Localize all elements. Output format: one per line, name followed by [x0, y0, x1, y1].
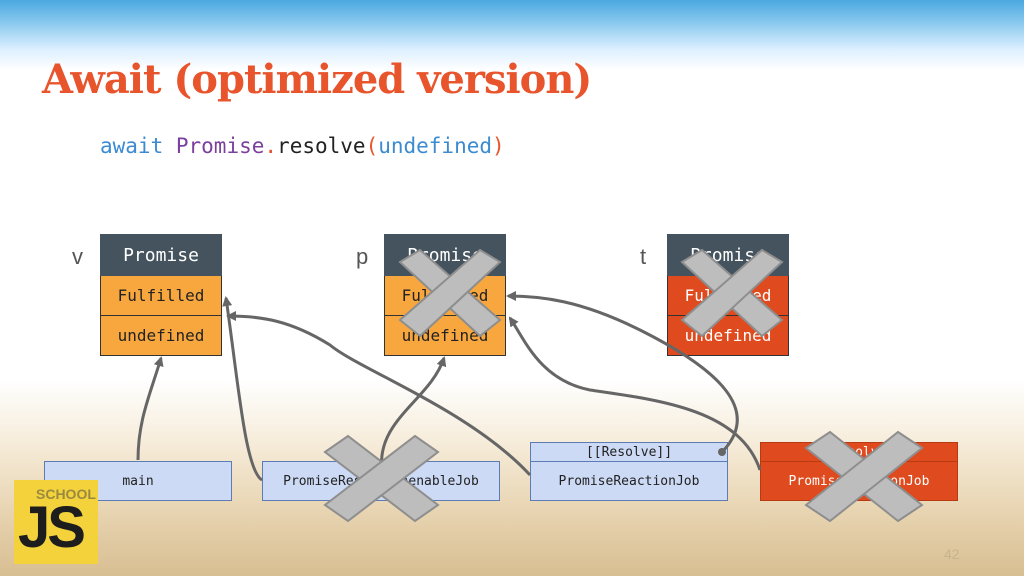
logo-small-text: SCHOOL [36, 486, 96, 502]
cross-mark-p-stroke-2 [398, 248, 502, 338]
cross-mark-thenable-stroke-2 [323, 434, 440, 523]
arrow-thenable-to-p-value [380, 356, 447, 471]
code-close-paren: ) [492, 134, 505, 158]
code-object: Promise [175, 134, 265, 158]
arrow-main-to-v [136, 356, 164, 461]
code-argument: undefined [378, 134, 493, 158]
var-label-p: p [356, 244, 369, 269]
promise-box-v: Promise Fulfilled undefined [100, 234, 222, 356]
cross-mark-reaction-stroke-2 [804, 430, 924, 523]
cross-mark-t [680, 248, 784, 338]
arrow-thenable-to-v-state [222, 296, 263, 482]
cross-mark-p [398, 248, 502, 338]
slide-title: Await (optimized version) [42, 56, 592, 103]
var-label-t: t [640, 244, 647, 269]
job-promise-reaction: PromiseReactionJob [530, 461, 728, 501]
promise-state: Fulfilled [100, 276, 222, 316]
page-number: 42 [944, 546, 960, 562]
promise-value: undefined [100, 316, 222, 356]
cross-mark-t-stroke-2 [680, 248, 784, 338]
cross-mark-thenable-job [323, 434, 440, 523]
code-keyword: await [100, 134, 164, 158]
code-open-paren: ( [365, 134, 379, 158]
arrow-crossed-job-to-p-value [508, 316, 762, 471]
code-line: await Promise.resolve(undefined) [100, 134, 505, 158]
promise-header: Promise [100, 234, 222, 276]
code-method: resolve [277, 134, 366, 158]
var-label-v: v [72, 244, 83, 269]
sky-background [0, 0, 1024, 70]
logo-big-text: JS [18, 495, 86, 560]
arrow-reaction-to-v-value [226, 311, 532, 477]
arrow-resolve-to-p-state [506, 291, 739, 452]
resolve-slot-dot [718, 448, 726, 456]
cross-mark-reaction-job [804, 430, 924, 523]
code-dot: . [264, 134, 278, 158]
school-js-logo: SCHOOL JS [14, 480, 98, 564]
